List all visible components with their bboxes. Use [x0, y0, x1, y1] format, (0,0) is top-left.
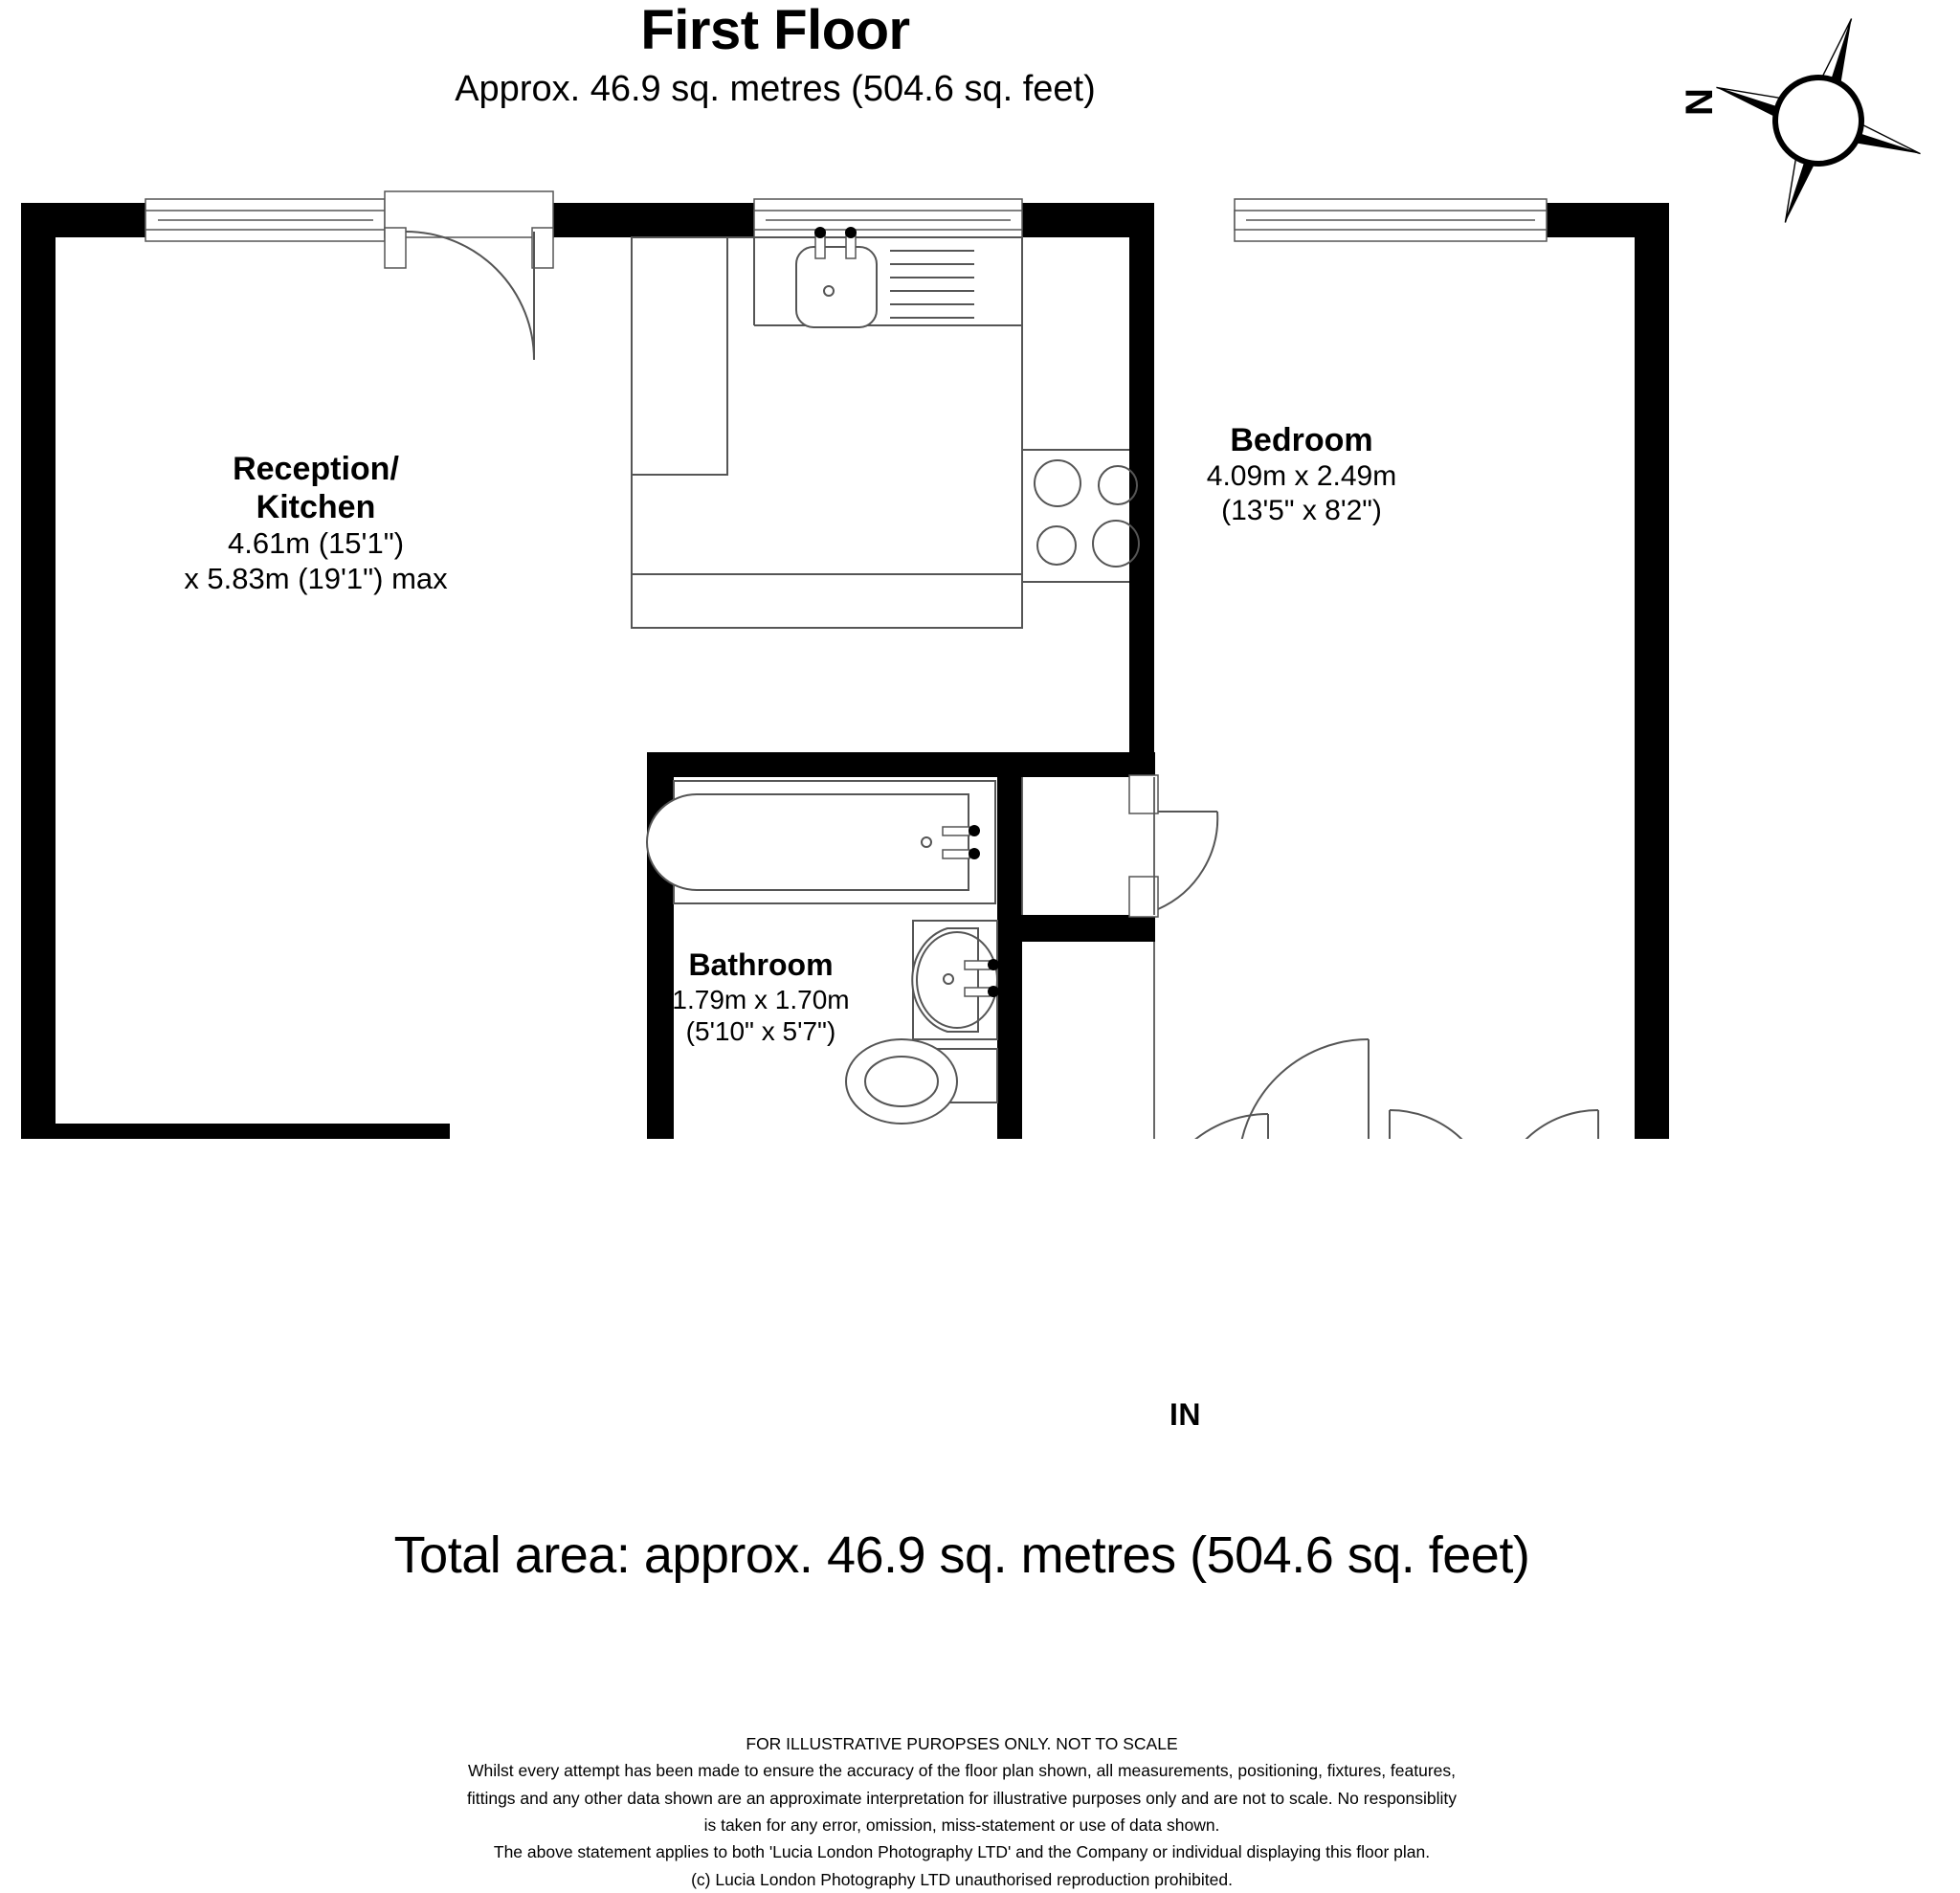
- plan-header: First Floor Approx. 46.9 sq. metres (504…: [0, 0, 1550, 110]
- kitchen-drainer-icon: [890, 250, 974, 319]
- compass-rose-icon: [1716, 18, 1921, 223]
- kitchen-counter: [631, 236, 1023, 629]
- disclaimer-line-1: FOR ILLUSTRATIVE PUROPSES ONLY. NOT TO S…: [746, 1734, 1178, 1753]
- room-label-bedroom: Bedroom 4.09m x 2.49m (13'5" x 8'2"): [1139, 421, 1464, 527]
- room-name-kitchen: Kitchen: [256, 489, 376, 526]
- disclaimer-block: FOR ILLUSTRATIVE PUROPSES ONLY. NOT TO S…: [0, 1730, 1924, 1893]
- disclaimer-line-5: The above statement applies to both 'Luc…: [493, 1842, 1431, 1862]
- compass-north-label: N: [1678, 88, 1721, 116]
- room-name-bathroom: Bathroom: [688, 947, 834, 982]
- hall-outlines: [1021, 777, 1635, 1327]
- entrance-label: IN: [1169, 1397, 1201, 1432]
- bathroom-bathtub-icon: [646, 780, 996, 904]
- disclaimer-line-2: Whilst every attempt has been made to en…: [467, 1761, 1457, 1781]
- floorplan-svg: [21, 190, 1670, 1409]
- bathroom-toilet-icon: [845, 1038, 998, 1125]
- kitchen-counter-outline: [631, 237, 1023, 629]
- room-dim-reception-imperial: x 5.83m (19'1") max: [184, 561, 448, 595]
- reception-stub-wall: [38, 1124, 450, 1148]
- room-dim-bedroom-metric: 4.09m x 2.49m: [1206, 460, 1397, 493]
- disclaimer-line-4: is taken for any error, omission, miss-s…: [703, 1815, 1220, 1836]
- door-reception-top: [384, 190, 554, 361]
- room-label-reception-kitchen: Reception/ Kitchen 4.61m (15'1") x 5.83m…: [124, 450, 507, 596]
- page-title: First Floor: [640, 0, 910, 61]
- compass-rose: N: [1679, 8, 1952, 228]
- page-subtitle: Approx. 46.9 sq. metres (504.6 sq. feet): [455, 68, 1096, 109]
- room-dim-bathroom-imperial: (5'10" x 5'7"): [685, 1015, 836, 1046]
- window-reception: [145, 198, 386, 242]
- disclaimer-line-6: (c) Lucia London Photography LTD unautho…: [691, 1869, 1233, 1889]
- window-kitchen: [753, 198, 1023, 242]
- floorplan-drawing: [0, 172, 1960, 1409]
- room-label-bathroom: Bathroom 1.79m x 1.70m (5'10" x 5'7"): [598, 947, 924, 1047]
- bathroom-basin-icon: [911, 920, 999, 1040]
- door-cupboard-double: [1335, 1108, 1670, 1207]
- room-name-reception: Reception/: [233, 451, 399, 487]
- room-dim-reception-metric: 4.61m (15'1"): [227, 526, 405, 561]
- room-name-bedroom: Bedroom: [1230, 422, 1373, 458]
- room-dim-bedroom-imperial: (13'5" x 8'2"): [1221, 494, 1382, 526]
- total-area-text: Total area: approx. 46.9 sq. metres (504…: [393, 1526, 1530, 1584]
- kitchen-hob-icon: [1022, 449, 1140, 583]
- room-dim-bathroom-metric: 1.79m x 1.70m: [672, 984, 850, 1014]
- window-bedroom: [1234, 198, 1548, 242]
- door-bedroom: [1128, 774, 1219, 918]
- disclaimer-line-3: fittings and any other data shown are an…: [466, 1788, 1458, 1808]
- kitchen-sink-icon: [795, 227, 878, 328]
